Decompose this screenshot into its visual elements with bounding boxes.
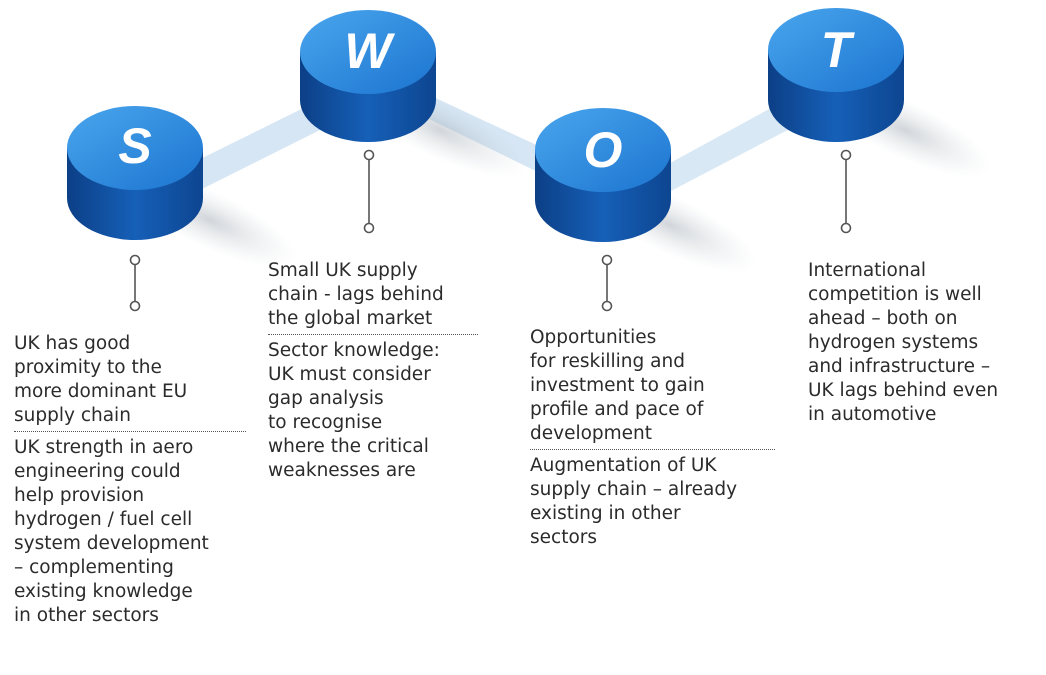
disc-s: S <box>67 106 203 240</box>
disc-o: O <box>535 108 671 242</box>
column-o-item-1: Opportunities for reskilling and investm… <box>530 327 705 444</box>
column-o-divider <box>530 449 775 450</box>
column-s-item-1: UK has good proximity to the more domina… <box>14 333 188 426</box>
column-t-item-1: International competition is well ahead … <box>808 260 999 425</box>
disc-w: W <box>300 10 436 142</box>
column-w: Small UK supply chain - lags behind the … <box>268 259 478 483</box>
disc-letter-w: W <box>344 23 395 79</box>
pin-t <box>840 149 852 234</box>
column-w-item-1: Small UK supply chain - lags behind the … <box>268 260 444 329</box>
column-o: Opportunities for reskilling and investm… <box>530 326 775 550</box>
column-o-item-2: Augmentation of UK supply chain – alread… <box>530 455 738 548</box>
disc-letter-s: S <box>118 118 151 174</box>
pin-o <box>601 254 613 312</box>
column-s-item-2: UK strength in aero engineering could he… <box>14 437 209 626</box>
column-w-divider <box>268 334 478 335</box>
connector-o-t <box>628 90 822 204</box>
pin-w <box>363 149 375 234</box>
disc-letter-t: T <box>821 22 856 78</box>
pin-s <box>129 254 141 312</box>
pins <box>129 149 852 312</box>
column-w-item-2: Sector knowledge: UK must consider gap a… <box>268 340 440 481</box>
disc-letter-o: O <box>584 122 623 178</box>
column-t: International competition is well ahead … <box>808 259 1038 427</box>
disc-t: T <box>768 8 904 142</box>
column-s-divider <box>14 431 246 432</box>
column-s: UK has good proximity to the more domina… <box>14 332 246 628</box>
